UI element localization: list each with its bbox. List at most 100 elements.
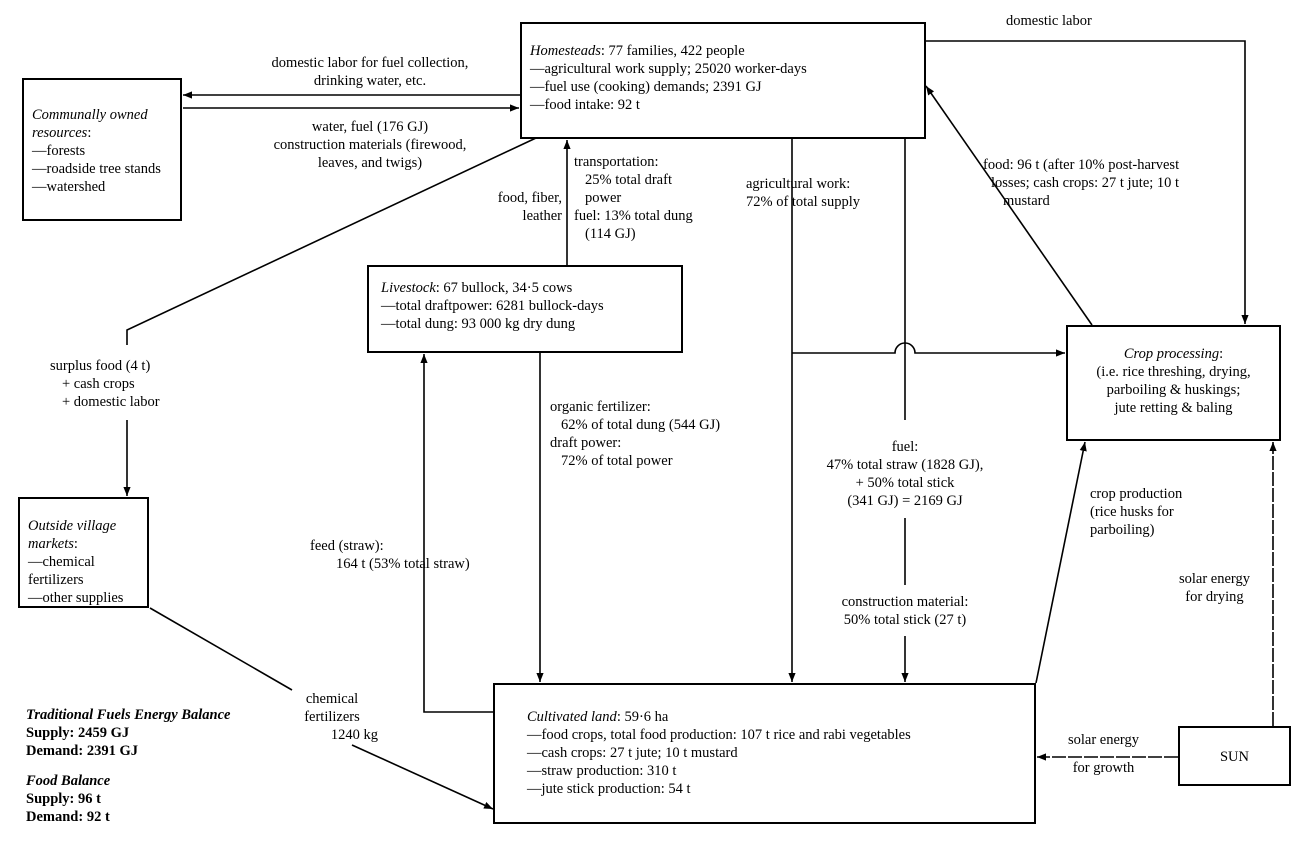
node-title: SUN [1219, 749, 1249, 765]
label-line: (rice husks for [1090, 504, 1174, 520]
node-subtitle: : 59·6 ha [616, 709, 669, 725]
label-line: leaves, and twigs) [317, 155, 423, 171]
label-line: losses; cash crops: 27 t jute; 10 t [991, 175, 1180, 191]
node-sun: SUN [1178, 726, 1291, 786]
node-item: —total dung: 93 000 kg dry dung [381, 316, 576, 332]
label-chem-fertilizer: chemical fertilizers 1240 kg [286, 690, 378, 744]
node-title: resources [32, 125, 88, 141]
label-line: leather [522, 208, 562, 224]
label-line: for growth [1072, 760, 1135, 776]
label-food-fiber: food, fiber, leather [478, 189, 562, 225]
node-item: —jute stick production: 54 t [527, 781, 691, 797]
node-title: Livestock [381, 280, 436, 296]
node-item: —agricultural work supply; 25020 worker-… [530, 61, 807, 77]
label-line: fuel: [891, 439, 919, 455]
label-line: parboiling) [1090, 522, 1155, 538]
node-crop-processing: Crop processing: (i.e. rice threshing, d… [1066, 325, 1281, 441]
line-markets-chem [149, 607, 293, 691]
node-cultivated-land: Cultivated land: 59·6 ha —food crops, to… [493, 683, 1036, 824]
label-line: power [585, 190, 622, 206]
balance-supply: Supply: 2459 GJ [26, 725, 130, 741]
arrow-crop-production [1035, 441, 1087, 684]
label-line: 47% total straw (1828 GJ), [826, 457, 984, 473]
arrow-to-crop-processing [792, 342, 1065, 357]
label-line: 72% of total supply [746, 194, 860, 210]
label-line: draft power: [550, 435, 622, 451]
label-ag-work: agricultural work: 72% of total supply [746, 175, 860, 211]
node-communal-resources: Communally owned resources: —forests —ro… [22, 78, 182, 221]
node-title: Communally owned [32, 107, 148, 123]
label-line: construction material: [841, 594, 969, 610]
label-line: chemical [305, 691, 359, 707]
node-item: —fuel use (cooking) demands; 2391 GJ [530, 79, 762, 95]
label-line: + 50% total stick [855, 475, 955, 491]
label-crop-production: crop production (rice husks for parboili… [1090, 485, 1182, 539]
label-feed: feed (straw): 164 t (53% total straw) [310, 537, 470, 573]
node-outside-markets: Outside village markets: —chemical ferti… [18, 497, 149, 608]
label-line: 62% of total dung (544 GJ) [561, 417, 721, 433]
node-item: —cash crops: 27 t jute; 10 t mustard [527, 745, 738, 761]
label-line: solar energy [1179, 571, 1250, 587]
label-line: + cash crops [62, 376, 135, 392]
balance-demand: Demand: 92 t [26, 809, 110, 825]
label-line: 25% total draft [585, 172, 672, 188]
label-construction: construction material: 50% total stick (… [810, 593, 1000, 629]
node-item: —total draftpower: 6281 bullock-days [381, 298, 604, 314]
label-line: drinking water, etc. [313, 73, 427, 89]
label-solar-growth: solar energy for growth [1046, 731, 1161, 777]
label-domestic-labor: domestic labor [1006, 13, 1092, 29]
label-line: 1240 kg [330, 727, 378, 743]
balance-supply: Supply: 96 t [26, 791, 101, 807]
node-livestock: Livestock: 67 bullock, 34·5 cows —total … [367, 265, 683, 353]
arrow-food [925, 85, 1093, 326]
node-item: parboiling & huskings; [1106, 382, 1241, 398]
label-line: (114 GJ) [585, 226, 636, 242]
label-line: fuel: 13% total dung [574, 208, 693, 224]
node-title: Homesteads [530, 43, 601, 59]
balance-title: Traditional Fuels Energy Balance [26, 707, 231, 723]
node-subtitle: : 77 families, 422 people [600, 43, 745, 59]
node-homesteads: Homesteads: 77 families, 422 people —agr… [520, 22, 926, 139]
label-line: mustard [1003, 193, 1050, 209]
label-line: construction materials (firewood, [273, 137, 467, 153]
label-water-fuel: water, fuel (176 GJ) construction materi… [250, 118, 490, 172]
food-balance: Food Balance Supply: 96 t Demand: 92 t [26, 772, 110, 826]
label-surplus: surplus food (4 t) + cash crops + domest… [50, 357, 160, 411]
label-organic-fertilizer: organic fertilizer: 62% of total dung (5… [550, 398, 720, 470]
label-line: 72% of total power [561, 453, 673, 469]
line-homesteads-surplus [126, 137, 537, 345]
label-fuel: fuel: 47% total straw (1828 GJ), + 50% t… [800, 438, 1010, 510]
node-item: —other supplies [28, 590, 124, 606]
label-line: transportation: [574, 154, 659, 170]
label-line: feed (straw): [310, 538, 384, 554]
label-food: food: 96 t (after 10% post-harvest losse… [983, 156, 1179, 210]
node-item: —food crops, total food production: 107 … [527, 727, 911, 743]
node-item: —straw production: 310 t [527, 763, 677, 779]
label-labor-fuel: domestic labor for fuel collection, drin… [240, 54, 500, 90]
node-item: (i.e. rice threshing, drying, [1096, 364, 1251, 380]
label-line: 164 t (53% total straw) [336, 556, 470, 572]
node-item: jute retting & baling [1114, 400, 1233, 416]
label-line: for drying [1185, 589, 1244, 605]
balance-title: Food Balance [26, 773, 111, 789]
label-line: organic fertilizer: [550, 399, 651, 415]
energy-balance: Traditional Fuels Energy Balance Supply:… [26, 706, 231, 760]
label-line: food, fiber, [497, 190, 562, 206]
label-line: (341 GJ) = 2169 GJ [847, 493, 963, 509]
arrow-domestic-labor [925, 40, 1249, 324]
node-item: —forests [32, 143, 86, 159]
node-title: Cultivated land [527, 709, 617, 725]
label-line: fertilizers [304, 709, 360, 725]
node-title: markets [28, 536, 74, 552]
label-line: agricultural work: [746, 176, 851, 192]
label-line: domestic labor for fuel collection, [271, 55, 469, 71]
label-line: surplus food (4 t) [50, 358, 151, 374]
label-line: crop production [1090, 486, 1183, 502]
node-item: —food intake: 92 t [530, 97, 640, 113]
label-line: solar energy [1068, 732, 1139, 748]
node-item: —roadside tree stands [32, 161, 161, 177]
label-solar-drying: solar energy for drying [1162, 570, 1267, 606]
node-title: Outside village [28, 518, 117, 534]
arrow-feed [420, 354, 493, 713]
